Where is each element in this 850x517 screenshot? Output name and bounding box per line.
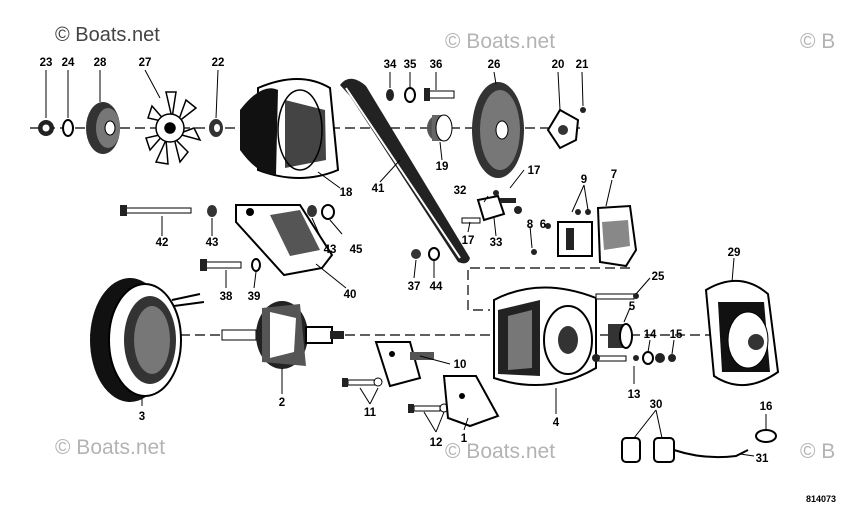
- part-20-21-cover-and-screw: [546, 107, 586, 150]
- part-37-nut: [411, 249, 421, 259]
- part-25-bolt: [595, 293, 639, 300]
- part-41-adjusting-arm: [340, 78, 470, 264]
- callout-8: 8: [527, 219, 534, 231]
- part-30-31-connector: [621, 437, 749, 463]
- callout-17a: 17: [528, 165, 541, 177]
- callout-18: 18: [340, 187, 353, 199]
- part-40-mounting-bracket: [235, 204, 334, 277]
- callout-1: 1: [461, 433, 468, 445]
- watermark: © B: [800, 440, 836, 463]
- callout-30: 30: [650, 399, 663, 411]
- callout-39: 39: [248, 291, 261, 303]
- callout-43b: 43: [324, 244, 337, 256]
- callout-3: 3: [139, 411, 145, 423]
- callout-14: 14: [644, 329, 657, 341]
- callout-2: 2: [279, 397, 285, 409]
- part-7-regulator: [531, 204, 638, 268]
- callout-9: 9: [581, 174, 587, 186]
- callout-26: 26: [488, 59, 501, 71]
- part-11-screws: [342, 377, 383, 387]
- part-10-brush-holder: [374, 341, 434, 388]
- callout-35: 35: [404, 59, 417, 71]
- part-29-rear-cover: [704, 279, 780, 387]
- watermark: © B: [800, 30, 836, 53]
- callout-40: 40: [344, 289, 357, 301]
- callout-15: 15: [670, 329, 683, 341]
- callout-28: 28: [94, 57, 107, 69]
- callout-25: 25: [652, 271, 665, 283]
- part-13-14-15-terminal-kit: [592, 351, 676, 365]
- leader-lines: [45, 69, 767, 457]
- part-19-bearing: [427, 114, 453, 142]
- watermark: © Boats.net: [445, 440, 556, 463]
- callout-labels: 23 24 28 27 22 18 41 34 35 36 19 26 20 2…: [40, 57, 773, 465]
- watermark: © Boats.net: [55, 436, 166, 459]
- callout-24: 24: [62, 57, 75, 69]
- callout-31: 31: [756, 453, 769, 465]
- part-28-pulley: [86, 102, 120, 154]
- part-44-washer: [428, 247, 440, 261]
- part-26-retainer-plate: [472, 82, 524, 178]
- callout-33: 33: [490, 237, 503, 249]
- callout-16: 16: [760, 401, 773, 413]
- callout-43a: 43: [206, 237, 219, 249]
- part-45-washer: [321, 204, 335, 220]
- callout-38: 38: [220, 291, 233, 303]
- callout-5: 5: [629, 301, 636, 313]
- callout-23: 23: [40, 57, 53, 69]
- callout-12: 12: [430, 437, 443, 449]
- callout-36: 36: [430, 59, 443, 71]
- callout-6: 6: [540, 219, 546, 231]
- callout-44: 44: [430, 281, 443, 293]
- part-18-drive-end-housing: [240, 78, 340, 179]
- callout-37: 37: [408, 281, 421, 293]
- diagram-code: 814073: [805, 494, 836, 504]
- callout-32: 32: [454, 185, 467, 197]
- part-39-washer: [251, 258, 261, 272]
- callout-42: 42: [156, 237, 169, 249]
- part-4-slip-ring-housing: [493, 286, 597, 387]
- callout-29: 29: [728, 247, 741, 259]
- callout-45: 45: [350, 244, 363, 256]
- callout-19: 19: [436, 161, 449, 173]
- part-23-nut: [38, 120, 54, 136]
- callout-41: 41: [372, 183, 385, 195]
- part-22-spacer: [209, 119, 223, 137]
- part-1-rectifier: [442, 375, 500, 428]
- callout-20: 20: [552, 59, 565, 71]
- part-42-through-bolt: [120, 205, 192, 216]
- callout-11: 11: [364, 407, 377, 419]
- callout-17b: 17: [462, 235, 475, 247]
- part-34-35-36-bolt-set: [386, 87, 455, 103]
- callout-13: 13: [628, 389, 641, 401]
- part-2-rotor: [221, 301, 344, 369]
- callout-4: 4: [553, 417, 560, 429]
- watermark: © Boats.net: [445, 30, 556, 53]
- part-38-bolt: [200, 259, 242, 271]
- callout-27: 27: [139, 57, 152, 69]
- watermark: © Boats.net: [55, 24, 160, 46]
- callout-10: 10: [454, 359, 467, 371]
- callout-22: 22: [212, 57, 225, 69]
- part-5-bearing: [608, 323, 633, 349]
- callout-21: 21: [576, 59, 589, 71]
- part-32-33-terminal: [461, 190, 522, 224]
- callout-34: 34: [384, 59, 397, 71]
- part-3-stator: [90, 278, 205, 402]
- part-16-washer: [755, 429, 777, 443]
- part-12-screws: [408, 403, 449, 413]
- callout-7: 7: [611, 169, 617, 181]
- part-24-washer: [62, 119, 74, 137]
- part-43-nuts: [207, 205, 317, 217]
- part-27-fan: [145, 91, 202, 165]
